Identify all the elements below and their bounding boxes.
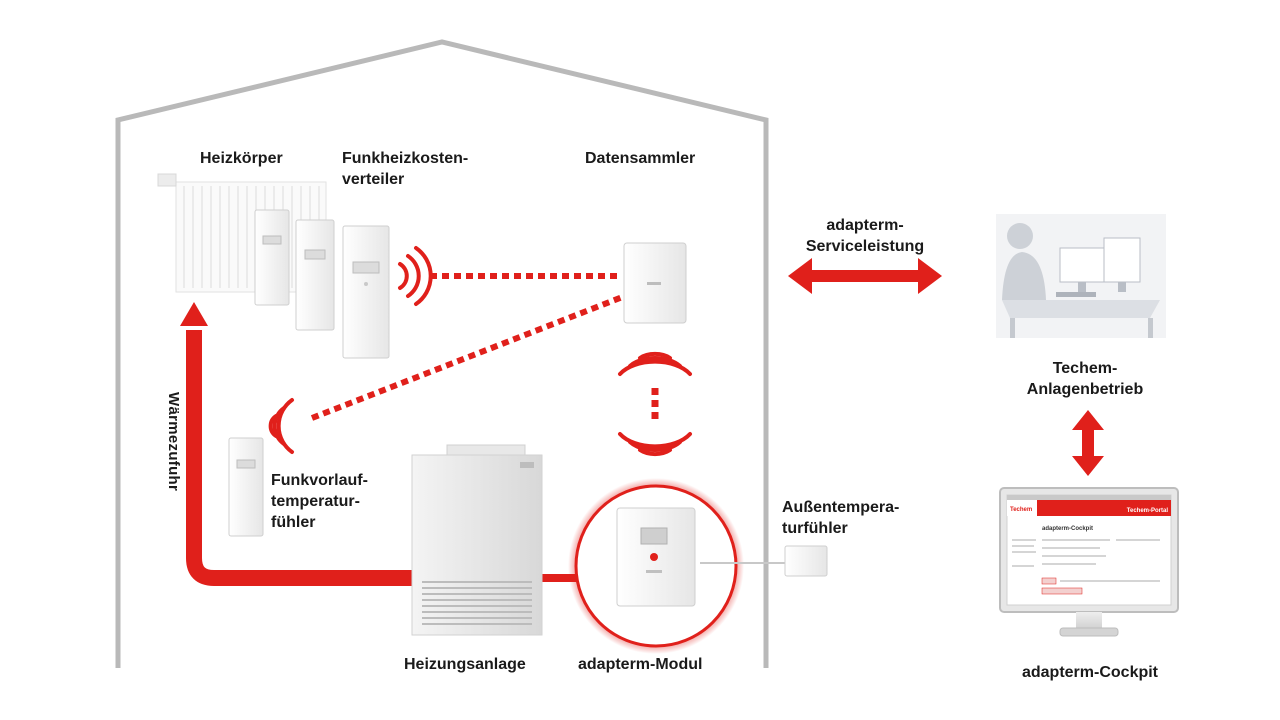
- screen-portal: Techem-Portal: [1127, 508, 1169, 514]
- label-serviceleistung: adapterm- Serviceleistung: [780, 215, 950, 257]
- vertical-double-arrow: [1072, 410, 1104, 476]
- label-heizungsanlage: Heizungsanlage: [404, 656, 526, 673]
- label-adapterm-modul: adapterm-Modul: [578, 656, 703, 673]
- label-line: verteiler: [342, 171, 405, 188]
- label-heizkoerper: Heizkörper: [200, 150, 283, 167]
- label-line: fühler: [271, 514, 316, 531]
- radio-waves-icon: [398, 246, 433, 306]
- label-line: Funkvorlauf-: [271, 472, 368, 489]
- label-line: Techem-: [1052, 360, 1118, 377]
- radio-waves-icon: [268, 398, 294, 454]
- label-line: adapterm-: [826, 217, 904, 234]
- label-line: Außentempera-: [782, 499, 900, 516]
- heat-supply-arrowhead: [180, 302, 208, 326]
- service-double-arrow: [788, 258, 942, 294]
- label-line: temperatur-: [271, 493, 360, 510]
- radio-waves-icon: [618, 432, 692, 457]
- label-line: turfühler: [782, 520, 848, 537]
- screen-brand: Techem: [1010, 507, 1032, 513]
- label-anlagenbetrieb: Techem- Anlagenbetrieb: [1000, 358, 1170, 400]
- label-adapterm-cockpit: adapterm-Cockpit: [1021, 664, 1159, 681]
- heat-supply-pipe: [186, 330, 412, 586]
- monitor-icon: Techem Techem-Portal adapterm-Cockpit: [999, 487, 1179, 637]
- label-datensammler: Datensammler: [585, 150, 696, 167]
- heat-cost-allocator-icon: [254, 209, 390, 359]
- data-collector-icon: [623, 242, 687, 324]
- adapterm-module-icon: [568, 478, 744, 654]
- boiler-icon: [411, 444, 543, 636]
- label-line: Funkheizkosten-: [342, 150, 469, 167]
- radio-link-flow-sensor: [310, 293, 627, 421]
- radio-waves-icon: [618, 351, 692, 376]
- label-waermezufuhr: Wärmezufuhr: [165, 392, 182, 492]
- label-line: Serviceleistung: [805, 238, 925, 255]
- flow-temperature-sensor-icon: [228, 437, 264, 537]
- label-funkheizkostenverteiler: Funkheizkosten- verteiler: [342, 148, 468, 190]
- label-aussentemperaturfuehler: Außentempera- turfühler: [782, 497, 899, 539]
- label-funkvorlauftemperaturfuehler: Funkvorlauf- temperatur- fühler: [271, 470, 368, 533]
- outdoor-sensor-icon: [784, 545, 828, 577]
- workstation-icon: [996, 214, 1166, 338]
- label-line: Anlagenbetrieb: [1026, 381, 1144, 398]
- house-outline: [115, 39, 769, 668]
- screen-title: adapterm-Cockpit: [1042, 526, 1093, 532]
